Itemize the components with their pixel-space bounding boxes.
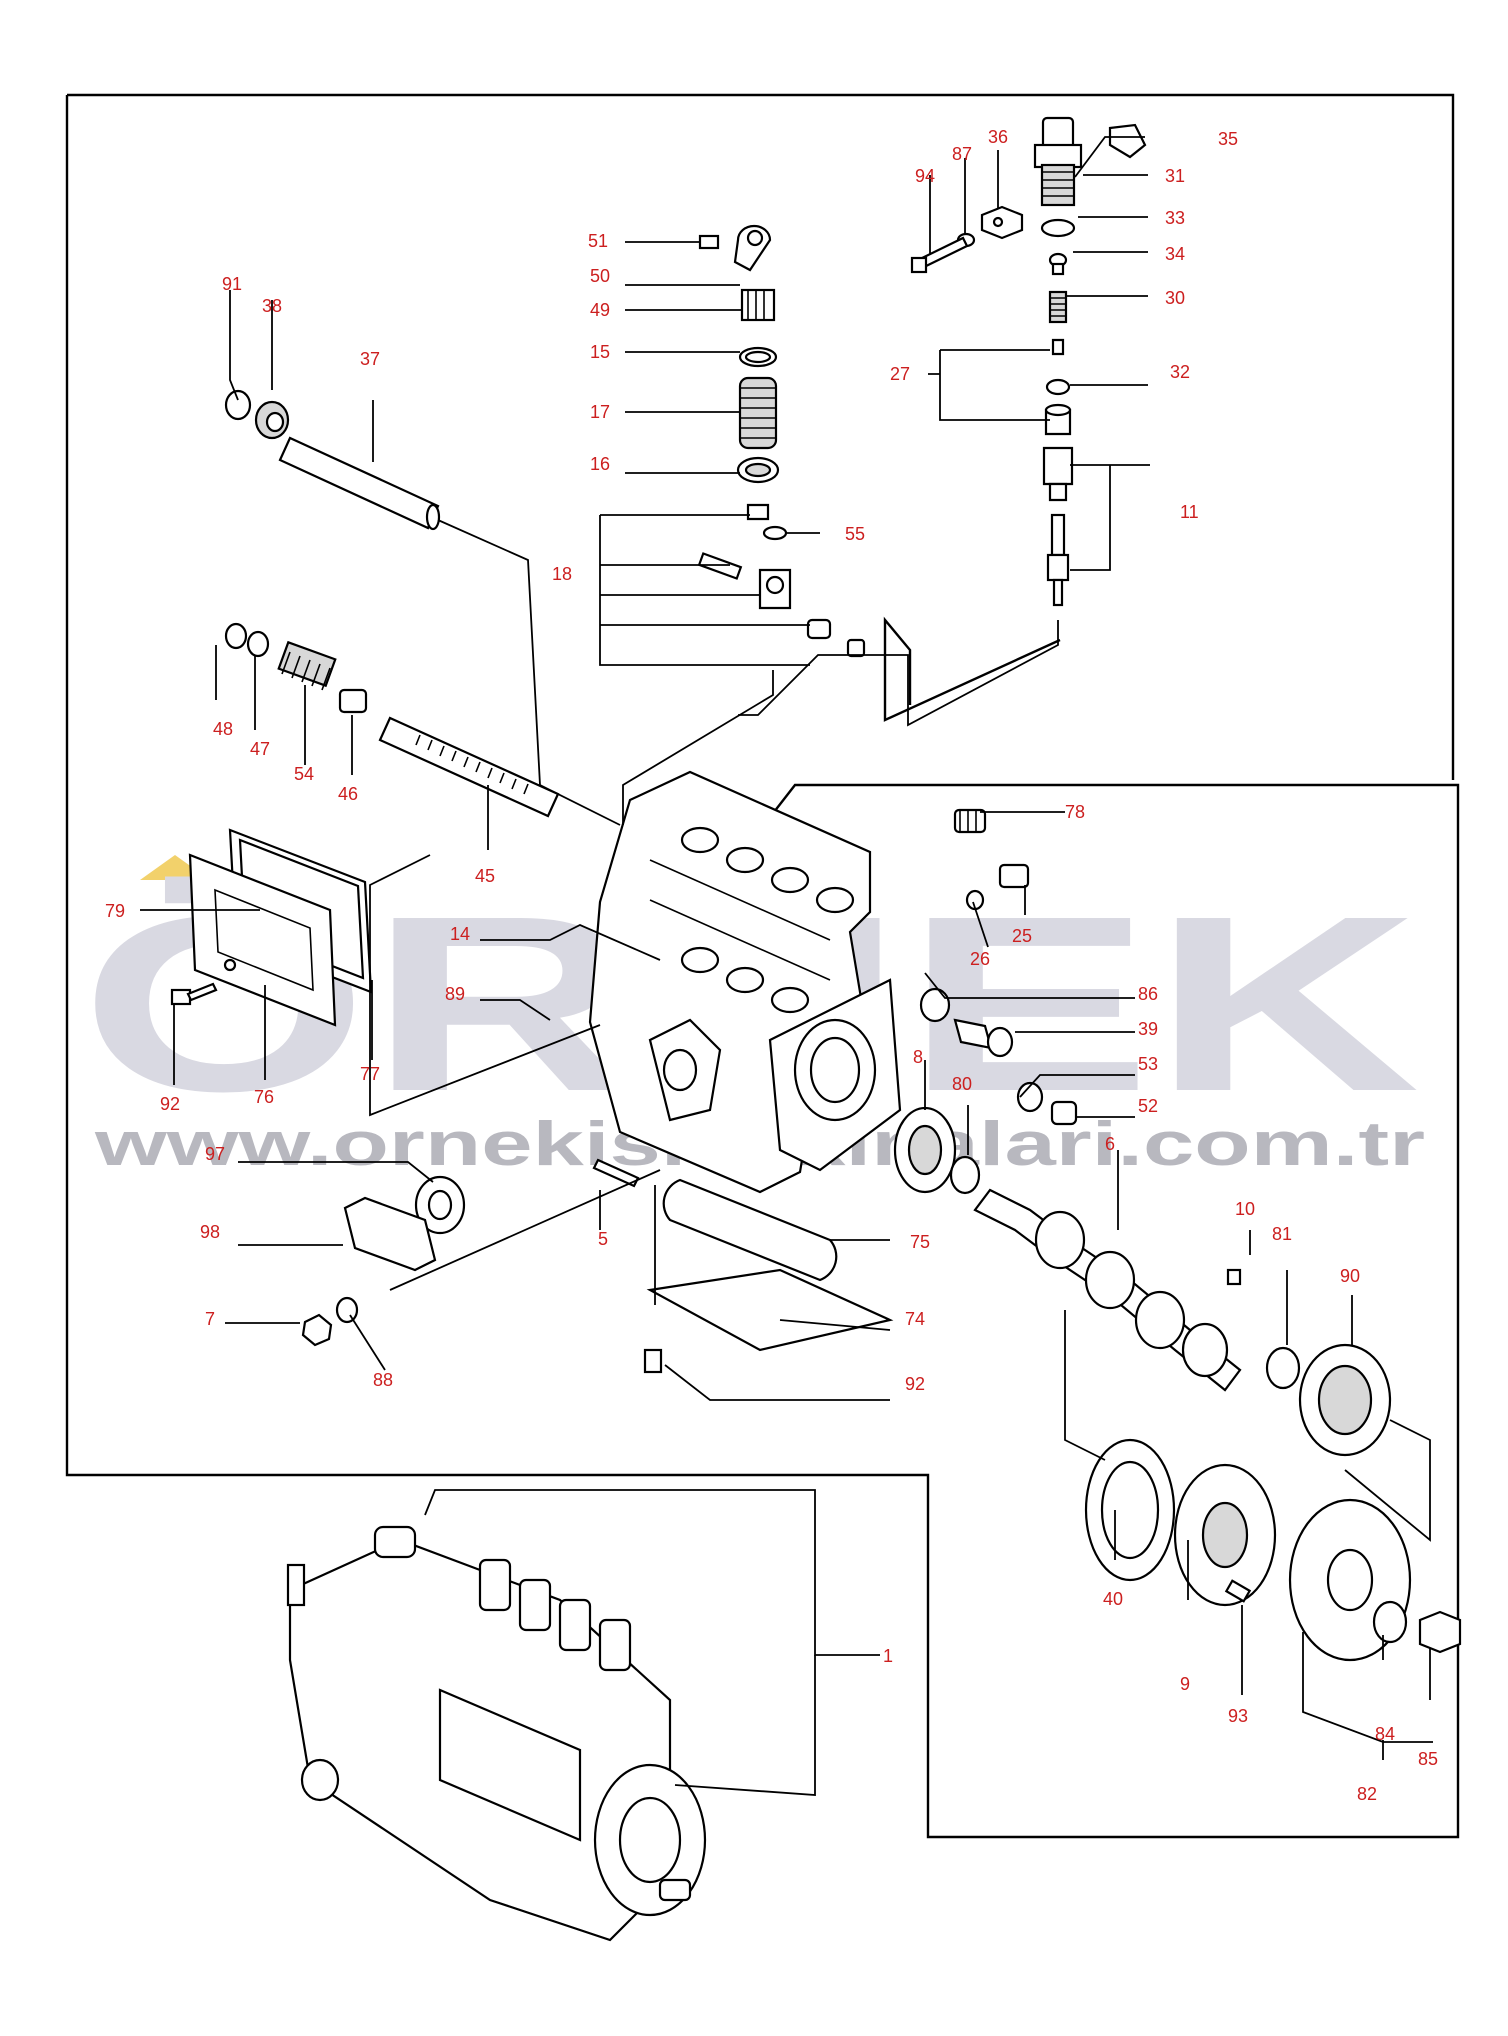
callout-30: 30 — [1165, 288, 1185, 308]
housing-fittings — [919, 808, 1078, 1126]
control-sleeve-group — [697, 224, 866, 658]
callout-1: 1 — [883, 1646, 893, 1666]
callout-8: 8 — [913, 1047, 923, 1067]
bracket-bolt-group — [910, 205, 1024, 274]
callout-53: 53 — [1138, 1054, 1158, 1074]
callout-49: 49 — [590, 300, 610, 320]
callout-10: 10 — [1235, 1199, 1255, 1219]
assembled-pump-illustration — [286, 1525, 707, 1942]
control-rack-group — [224, 622, 560, 818]
callout-86: 86 — [1138, 984, 1158, 1004]
callout-46: 46 — [338, 784, 358, 804]
callout-54: 54 — [294, 764, 314, 784]
callout-11: 11 — [1180, 502, 1199, 522]
callout-14: 14 — [450, 924, 470, 944]
callout-6: 6 — [1105, 1134, 1115, 1154]
callout-79: 79 — [105, 901, 125, 921]
callout-25: 25 — [1012, 926, 1032, 946]
plug-tube-group — [224, 389, 441, 531]
callout-88: 88 — [373, 1370, 393, 1390]
callout-15: 15 — [590, 342, 610, 362]
callout-97: 97 — [205, 1144, 225, 1164]
callout-87: 87 — [952, 144, 972, 164]
callout-16: 16 — [590, 454, 610, 474]
callout-17: 17 — [590, 402, 610, 422]
callout-48: 48 — [213, 719, 233, 739]
coupling-group — [1084, 1438, 1462, 1662]
callout-85: 85 — [1418, 1749, 1438, 1769]
callout-35: 35 — [1218, 129, 1238, 149]
callout-18: 18 — [552, 564, 572, 584]
callout-50: 50 — [590, 266, 610, 286]
callout-34: 34 — [1165, 244, 1185, 264]
callout-51: 51 — [588, 231, 608, 251]
leader-lines — [140, 136, 1433, 1796]
callout-94: 94 — [915, 166, 935, 186]
callout-45: 45 — [475, 866, 495, 886]
callout-89: 89 — [445, 984, 465, 1004]
callout-33: 33 — [1165, 208, 1185, 228]
callout-31: 31 — [1165, 166, 1185, 186]
frame-lines — [65, 93, 1460, 1839]
callout-9: 9 — [1180, 1674, 1190, 1694]
camshaft-group — [893, 1106, 1392, 1457]
callout-55: 55 — [845, 524, 865, 544]
callout-76: 76 — [254, 1087, 274, 1107]
delivery-valve-group — [1033, 116, 1147, 607]
pump-housing — [588, 770, 902, 1194]
callout-98: 98 — [200, 1222, 220, 1242]
callout-27: 27 — [890, 364, 910, 384]
callout-7: 7 — [205, 1309, 215, 1329]
callout-92-right: 92 — [905, 1374, 925, 1394]
callout-74: 74 — [905, 1309, 925, 1329]
callout-80: 80 — [952, 1074, 972, 1094]
callout-47: 47 — [250, 739, 270, 759]
callout-labels: 35 36 87 94 31 33 34 30 27 32 11 51 50 4… — [105, 127, 1438, 1804]
callout-26: 26 — [970, 949, 990, 969]
callout-84: 84 — [1375, 1724, 1395, 1744]
callout-90: 90 — [1340, 1266, 1360, 1286]
callout-32: 32 — [1170, 362, 1190, 382]
callout-78: 78 — [1065, 802, 1085, 822]
callout-92-left: 92 — [160, 1094, 180, 1114]
callout-39: 39 — [1138, 1019, 1158, 1039]
callout-36: 36 — [988, 127, 1008, 147]
callout-52: 52 — [1138, 1096, 1158, 1116]
callout-75: 75 — [910, 1232, 930, 1252]
callout-91: 91 — [222, 274, 242, 294]
callout-81: 81 — [1272, 1224, 1292, 1244]
callout-37: 37 — [360, 349, 380, 369]
callout-40: 40 — [1103, 1589, 1123, 1609]
callout-82: 82 — [1357, 1784, 1377, 1804]
gasket-plate-group — [301, 1158, 894, 1374]
callout-38: 38 — [262, 296, 282, 316]
callout-93: 93 — [1228, 1706, 1248, 1726]
side-cover-group — [170, 828, 373, 1027]
callout-5: 5 — [598, 1229, 608, 1249]
callout-77: 77 — [360, 1064, 380, 1084]
